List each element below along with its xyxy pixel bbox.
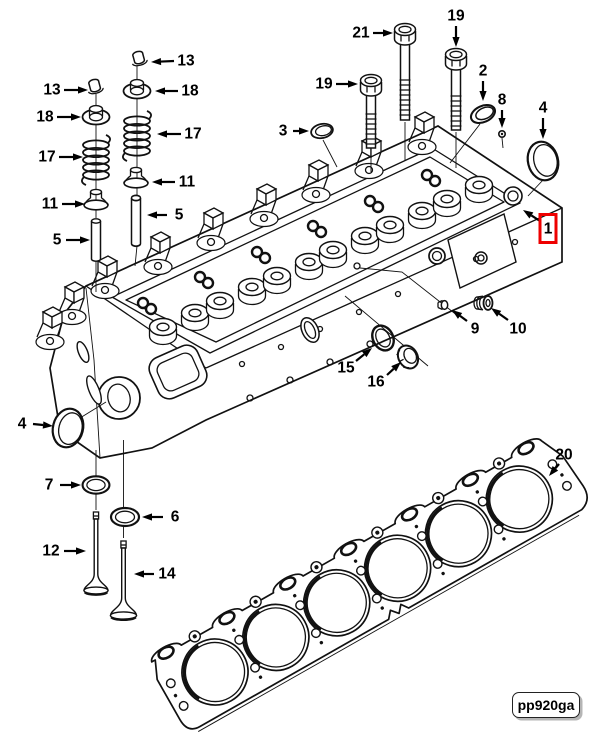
callout-arrowhead-3 bbox=[299, 127, 309, 135]
callout-label-4: 4 bbox=[18, 416, 27, 433]
bolts bbox=[359, 22, 468, 149]
callout-label-5: 5 bbox=[175, 207, 184, 224]
callout-label-11: 11 bbox=[179, 174, 196, 191]
head-gasket bbox=[150, 438, 588, 732]
callout-arrowhead-17 bbox=[157, 130, 167, 138]
figure-code-label: pp920ga bbox=[517, 697, 575, 713]
callout-label-13: 13 bbox=[177, 53, 195, 70]
valve-guide bbox=[90, 218, 102, 262]
cylinder-head bbox=[35, 111, 563, 459]
callout-label-8: 8 bbox=[498, 92, 507, 109]
callout-arrowhead-4 bbox=[539, 129, 547, 139]
callout-arrowhead-19 bbox=[452, 37, 460, 47]
callout-arrowhead-12 bbox=[76, 547, 86, 555]
callout-arrowhead-16 bbox=[391, 362, 401, 372]
o-ring-15 bbox=[371, 324, 395, 352]
callout-leader-16 bbox=[386, 367, 395, 376]
callout-arrowhead-18 bbox=[155, 87, 165, 95]
callout-arrowhead-9 bbox=[452, 310, 463, 319]
cup-plug-3 bbox=[308, 120, 336, 142]
valve-stem-seal bbox=[83, 188, 109, 211]
callout-label-14: 14 bbox=[158, 566, 176, 583]
callout-label-21: 21 bbox=[352, 25, 370, 42]
callout-arrowhead-10 bbox=[491, 308, 502, 317]
callout-arrowhead-11 bbox=[75, 200, 85, 208]
valve-stem-seal bbox=[123, 166, 149, 189]
callout-arrowhead-14 bbox=[134, 570, 144, 578]
callout-arrowhead-1 bbox=[523, 210, 534, 219]
callout-label-6: 6 bbox=[171, 509, 180, 526]
callout-label-20: 20 bbox=[555, 447, 572, 464]
plugs-and-seals bbox=[47, 100, 564, 452]
callout-label-18: 18 bbox=[181, 83, 199, 100]
callout-label-2: 2 bbox=[479, 63, 488, 80]
callout-label-17: 17 bbox=[38, 149, 55, 166]
callout-arrowhead-5 bbox=[80, 236, 90, 244]
valve-keeper bbox=[85, 76, 105, 96]
callout-leader-15 bbox=[355, 353, 365, 362]
callout-leader-9 bbox=[459, 315, 468, 322]
valve-keeper bbox=[129, 48, 149, 68]
callout-arrowhead-4 bbox=[42, 421, 53, 429]
callout-arrowhead-11 bbox=[152, 178, 162, 186]
callout-label-19: 19 bbox=[315, 76, 333, 93]
callout-leader-4 bbox=[32, 422, 44, 427]
callout-arrowhead-19 bbox=[348, 80, 358, 88]
callout-label-11: 11 bbox=[42, 196, 59, 213]
pipe-plug-8 bbox=[497, 129, 507, 139]
callout-label-5: 5 bbox=[53, 232, 62, 249]
callout-label-15: 15 bbox=[337, 360, 355, 377]
callout-arrowhead-7 bbox=[71, 481, 81, 489]
callout-arrowhead-20 bbox=[549, 466, 559, 476]
head-bolt-19 bbox=[444, 47, 468, 131]
threaded-plug-16 bbox=[396, 344, 420, 370]
exhaust-valve-12 bbox=[83, 511, 109, 596]
head-bolt-21 bbox=[393, 22, 417, 121]
threaded-plug-10 bbox=[473, 295, 494, 311]
callout-arrowhead-18 bbox=[71, 113, 81, 121]
callout-arrowhead-8 bbox=[498, 118, 506, 128]
valves-and-seats bbox=[81, 475, 141, 622]
callout-highlight-box bbox=[538, 213, 558, 244]
callout-label-12: 12 bbox=[42, 543, 59, 560]
callout-label-4: 4 bbox=[539, 100, 548, 117]
callout-label-1: 1 bbox=[544, 221, 553, 238]
callout-arrowhead-2 bbox=[479, 91, 487, 101]
callout-arrowhead-21 bbox=[383, 29, 393, 37]
callout-arrowhead-15 bbox=[361, 348, 372, 358]
callout-label-9: 9 bbox=[471, 321, 480, 338]
spring-retainer bbox=[122, 78, 152, 100]
callout-label-3: 3 bbox=[279, 123, 288, 140]
callout-label-13: 13 bbox=[43, 82, 61, 99]
callout-leader-10 bbox=[498, 312, 509, 321]
callout-leader-20 bbox=[554, 463, 560, 470]
callout-label-19: 19 bbox=[447, 8, 465, 25]
callout-label-17: 17 bbox=[184, 126, 201, 143]
callout-label-7: 7 bbox=[45, 477, 54, 494]
valve-seat-6 bbox=[109, 506, 141, 528]
callout-label-16: 16 bbox=[367, 374, 385, 391]
figure-code-badge: pp920ga bbox=[512, 692, 580, 718]
callout-label-10: 10 bbox=[509, 321, 526, 338]
pipe-plug-9 bbox=[437, 299, 449, 311]
callout-arrowhead-17 bbox=[73, 153, 83, 161]
intake-valve-14 bbox=[109, 540, 138, 622]
valve-seat-7 bbox=[81, 475, 111, 495]
valve-guide bbox=[130, 194, 142, 248]
cup-plug-4 bbox=[522, 137, 564, 185]
callout-leader-13 bbox=[160, 59, 175, 63]
callout-arrowhead-5 bbox=[147, 211, 157, 219]
valve-train-parts bbox=[81, 48, 152, 262]
callout-label-18: 18 bbox=[36, 109, 54, 126]
cup-plug-2 bbox=[467, 100, 499, 128]
callout-arrowhead-6 bbox=[142, 513, 152, 521]
head-bolt-19 bbox=[359, 73, 383, 149]
callout-arrowhead-13 bbox=[151, 57, 162, 66]
callout-arrowhead-13 bbox=[78, 86, 88, 94]
spring-retainer bbox=[81, 104, 111, 126]
